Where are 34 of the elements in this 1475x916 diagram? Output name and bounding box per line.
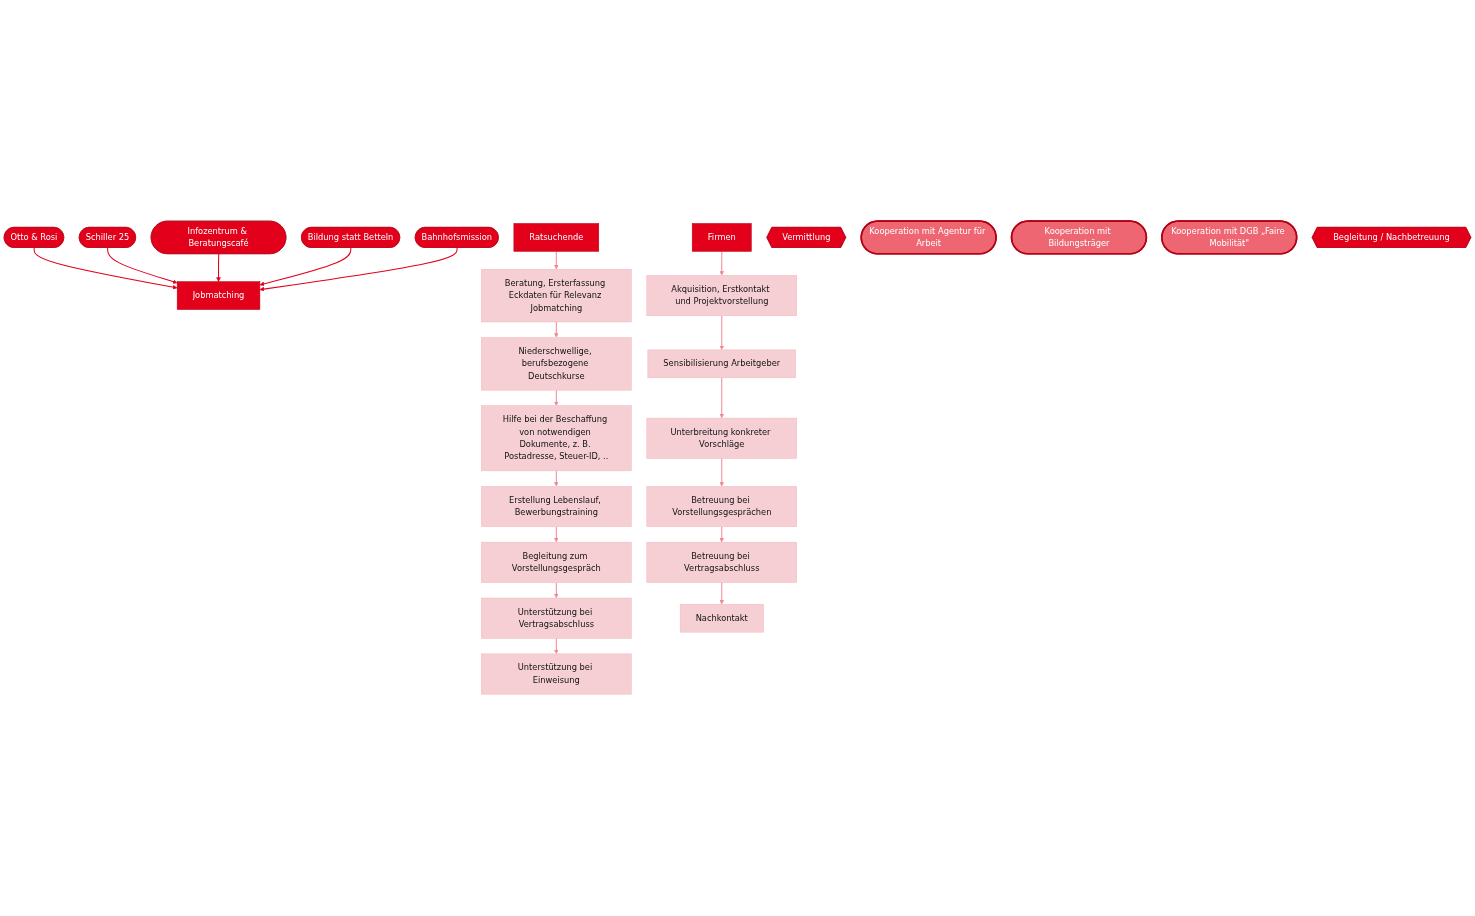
node-box: Unterstützung bei Einweisung xyxy=(481,653,632,695)
arrow xyxy=(259,247,458,292)
arrow xyxy=(554,582,559,599)
node-box: Begleitung zum Vorstellungsgespräch xyxy=(481,542,632,584)
node-box: Firmen xyxy=(691,223,752,252)
node-box: Jobmatching xyxy=(176,281,261,311)
arrow xyxy=(107,247,178,285)
arrow xyxy=(554,470,559,487)
node-box: Hilfe bei der Beschaffung von notwendigen Dokumente, z. B. Postadresse, Steuer-ID, .. xyxy=(481,405,632,472)
node-box: Erstellung Lebenslauf, Bewerbungstraining xyxy=(481,486,632,528)
arrow xyxy=(719,526,725,543)
node-box: Betreuung bei Vorstellungsgesprächen xyxy=(646,486,797,528)
node-box: Sensibilisierung Arbeitgeber xyxy=(647,349,796,379)
arrow xyxy=(719,315,725,351)
arrow xyxy=(719,582,725,605)
arrow xyxy=(554,321,559,338)
node-box: Beratung, Ersterfassung Eckdaten für Relevanz Jobmatching xyxy=(481,269,632,323)
node-box: Akquisition, Erstkontakt und Projektvorstellung xyxy=(646,275,797,317)
arrow xyxy=(554,638,559,655)
arrow xyxy=(719,458,725,487)
arrow xyxy=(216,253,221,283)
node-box: Unterstützung bei Vertragsabschluss xyxy=(481,598,632,639)
arrow xyxy=(719,377,725,419)
node-box: Niederschwellige, berufsbezogene Deutschkurse xyxy=(481,337,632,391)
node-box: Betreuung bei Vertragsabschluss xyxy=(646,542,797,584)
node-box: Nachkontakt xyxy=(679,604,764,633)
arrow xyxy=(554,251,559,270)
node-box: Ratsuchende xyxy=(513,223,600,252)
arrow xyxy=(719,251,725,276)
arrow xyxy=(554,390,559,407)
arrow xyxy=(259,247,352,287)
node-box: Unterbreitung konkreter Vorschläge xyxy=(646,418,797,460)
arrow xyxy=(33,247,178,290)
arrow xyxy=(554,526,559,543)
